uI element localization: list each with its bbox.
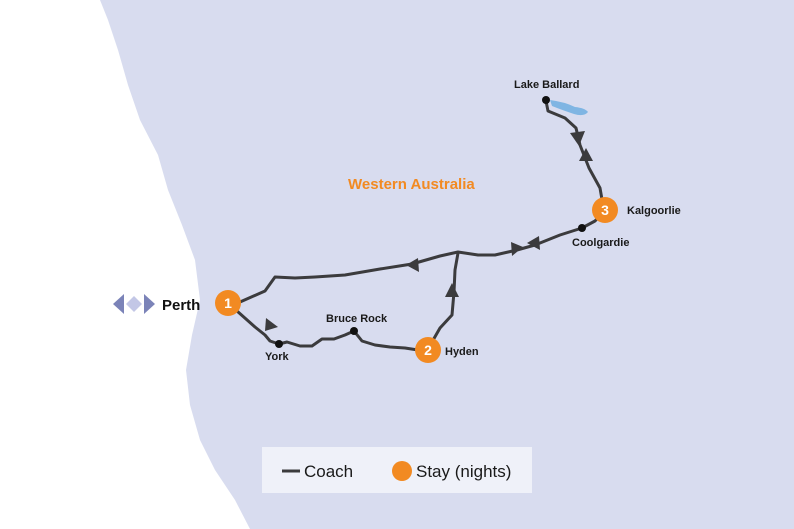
- legend-stay-dot-icon: [392, 461, 412, 481]
- stay-marker-3: 3: [592, 197, 618, 223]
- arrow-icon: [511, 242, 523, 256]
- stay-number: 1: [224, 295, 232, 311]
- waypoint-dot-lake-ballard: [542, 96, 550, 104]
- arrow-icon: [406, 258, 419, 272]
- stay-circle: [215, 290, 241, 316]
- arrow-icon: [579, 148, 593, 161]
- stay-circle: [415, 337, 441, 363]
- origin-label: Perth: [162, 297, 200, 314]
- arrow-icon: [265, 318, 278, 331]
- stay-label-hyden: Hyden: [445, 346, 479, 358]
- land-western-australia: [100, 0, 794, 529]
- arrow-icon: [570, 131, 585, 146]
- stay-circle: [592, 197, 618, 223]
- region-label: Western Australia: [348, 176, 475, 193]
- stay-marker-1: 1: [215, 290, 241, 316]
- stay-label-kalgoorlie: Kalgoorlie: [627, 205, 681, 217]
- origin-diamond-icon: [144, 294, 155, 314]
- waypoint-dot-bruce-rock: [350, 327, 358, 335]
- origin-marker-perth: Perth: [113, 294, 200, 314]
- origin-diamond-icon: [113, 294, 124, 314]
- stay-number: 3: [601, 202, 609, 218]
- waypoint-label-bruce-rock: Bruce Rock: [326, 313, 388, 325]
- route-hyden-north: [426, 251, 460, 351]
- stay-marker-2: 2: [415, 337, 441, 363]
- waypoint-dot-york: [275, 340, 283, 348]
- stay-number: 2: [424, 342, 432, 358]
- route-perth-york-hyden: [226, 301, 430, 352]
- arrow-icon: [527, 236, 540, 250]
- waypoint-label-lake-ballard: Lake Ballard: [514, 79, 579, 91]
- direction-arrows: [265, 131, 593, 331]
- waypoint-dot-coolgardie: [578, 224, 586, 232]
- legend: Coach Stay (nights): [262, 447, 532, 493]
- legend-coach-label: Coach: [304, 462, 353, 481]
- route-kalgoorlie-perth: [226, 209, 606, 305]
- legend-stay-label: Stay (nights): [416, 462, 511, 481]
- arrow-icon: [445, 283, 459, 297]
- waypoint-label-coolgardie: Coolgardie: [572, 237, 629, 249]
- waypoint-label-york: York: [265, 351, 290, 363]
- origin-diamond-inner-icon: [126, 296, 142, 312]
- lake-ballard-water: [550, 100, 588, 116]
